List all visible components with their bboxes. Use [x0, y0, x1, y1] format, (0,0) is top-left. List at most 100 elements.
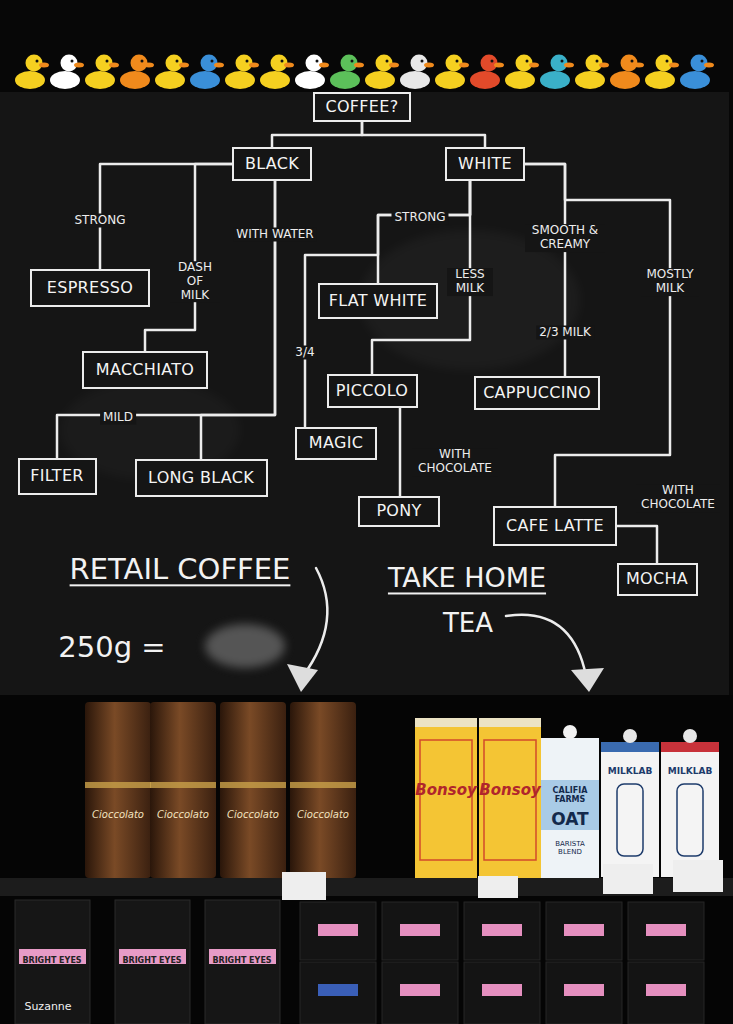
rubber-duck — [155, 55, 189, 90]
bonsoy-carton — [415, 718, 477, 886]
duck-body — [295, 71, 325, 89]
bag-label — [400, 924, 440, 936]
duck-head — [26, 55, 43, 72]
carton-stripe — [661, 742, 719, 752]
bag-body — [464, 902, 540, 960]
duck-body — [85, 71, 115, 89]
price-tag — [478, 876, 518, 898]
product-label-box: BARISTA BLEND — [543, 839, 597, 858]
duck-eye — [176, 60, 179, 63]
oat-milk-carton — [541, 738, 599, 886]
small-coffee-bag — [628, 902, 704, 960]
bag-label — [318, 984, 358, 996]
small-coffee-bag — [300, 902, 376, 960]
duck-beak — [109, 63, 119, 68]
drink-box: FILTER — [18, 458, 97, 495]
node-text: CAFE LATTE — [506, 517, 604, 535]
milk-carton — [661, 742, 719, 877]
drink-box: MAGIC — [295, 427, 377, 460]
bottle-drawing — [617, 784, 643, 856]
bag-body — [382, 962, 458, 1024]
duck-eye — [351, 60, 354, 63]
rubber-duck — [575, 55, 609, 90]
rubber-duck — [680, 55, 714, 90]
duck-beak — [144, 63, 154, 68]
duck-head — [656, 55, 673, 72]
brand-label: Bonsoy — [415, 782, 476, 799]
duck-head — [516, 55, 533, 72]
bag-label — [482, 984, 522, 996]
duck-beak — [214, 63, 224, 68]
small-coffee-bag — [382, 902, 458, 960]
duck-head — [551, 55, 568, 72]
bag-body — [382, 902, 458, 960]
duck-body — [470, 71, 500, 89]
carton-border — [420, 740, 472, 860]
duck-body — [540, 71, 570, 89]
duck-beak — [354, 63, 364, 68]
edge-label: WITH WATER — [233, 228, 316, 242]
duck-body — [225, 71, 255, 89]
duck-head — [376, 55, 393, 72]
brand-label: MILKLAB — [608, 766, 653, 776]
edge-label: DASH OF MILK — [170, 261, 220, 302]
edge-label-box: STRONG — [71, 209, 128, 228]
chalk-connector — [525, 164, 670, 506]
chalk-price: 250g = — [58, 631, 165, 664]
duck-eye — [211, 60, 214, 63]
small-coffee-bag — [464, 902, 540, 960]
bag-label — [646, 924, 686, 936]
duck-body — [505, 71, 535, 89]
small-coffee-bag — [464, 962, 540, 1024]
drink-box: MOCHA — [617, 563, 698, 596]
node-text: LONG BLACK — [148, 469, 254, 487]
duck-eye — [36, 60, 39, 63]
bag-body — [300, 962, 376, 1024]
brand-label: BRIGHT EYES — [122, 956, 181, 965]
bag-label — [318, 924, 358, 936]
node-text: WHITE — [458, 155, 512, 173]
edge-label-box: MILD — [100, 406, 136, 425]
duck-head — [306, 55, 323, 72]
drink-box: PONY — [358, 496, 440, 527]
brand-label-box: BRIGHT EYES — [22, 948, 81, 967]
small-coffee-bag — [300, 962, 376, 1024]
carton-stripe — [601, 742, 659, 752]
drink-box: PICCOLO — [327, 374, 418, 408]
node-text: BLACK — [245, 155, 299, 173]
chalk-price-box: 250g = — [58, 631, 165, 664]
duck-head — [61, 55, 78, 72]
node-text: MAGIC — [309, 434, 363, 452]
chalk-arrow — [506, 615, 586, 676]
duck-beak — [389, 63, 399, 68]
bag-body — [628, 902, 704, 960]
brand-label: Bonsoy — [479, 782, 540, 799]
chalk-connector — [305, 181, 470, 427]
bag-body — [300, 902, 376, 960]
edge-label: WITH CHOCOLATE — [636, 484, 720, 512]
duck-body — [155, 71, 185, 89]
bag-label — [564, 984, 604, 996]
brand-label: CALIFIA FARMS — [543, 786, 597, 804]
brand-label-box: BRIGHT EYES — [212, 948, 271, 967]
duck-head — [201, 55, 218, 72]
duck-beak — [424, 63, 434, 68]
bag-body — [546, 962, 622, 1024]
node-text: MACCHIATO — [96, 361, 194, 379]
drink-box: LONG BLACK — [135, 459, 268, 497]
drink-box: BLACK — [232, 147, 312, 181]
carton-border — [484, 740, 536, 860]
chalk-heading: RETAIL COFFEE — [70, 553, 291, 586]
brand-label: BRIGHT EYES — [22, 956, 81, 965]
edge-label: 3/4 — [292, 346, 317, 360]
duck-beak — [599, 63, 609, 68]
node-text: PICCOLO — [336, 382, 408, 400]
chalk-connector — [272, 122, 362, 147]
small-coffee-bag — [546, 962, 622, 1024]
coffee-bag — [290, 702, 356, 878]
brand-label-box: Bonsoy — [415, 780, 476, 799]
carton-cap — [563, 725, 577, 739]
duck-head — [341, 55, 358, 72]
duck-eye — [526, 60, 529, 63]
chalk-connector — [201, 181, 275, 459]
